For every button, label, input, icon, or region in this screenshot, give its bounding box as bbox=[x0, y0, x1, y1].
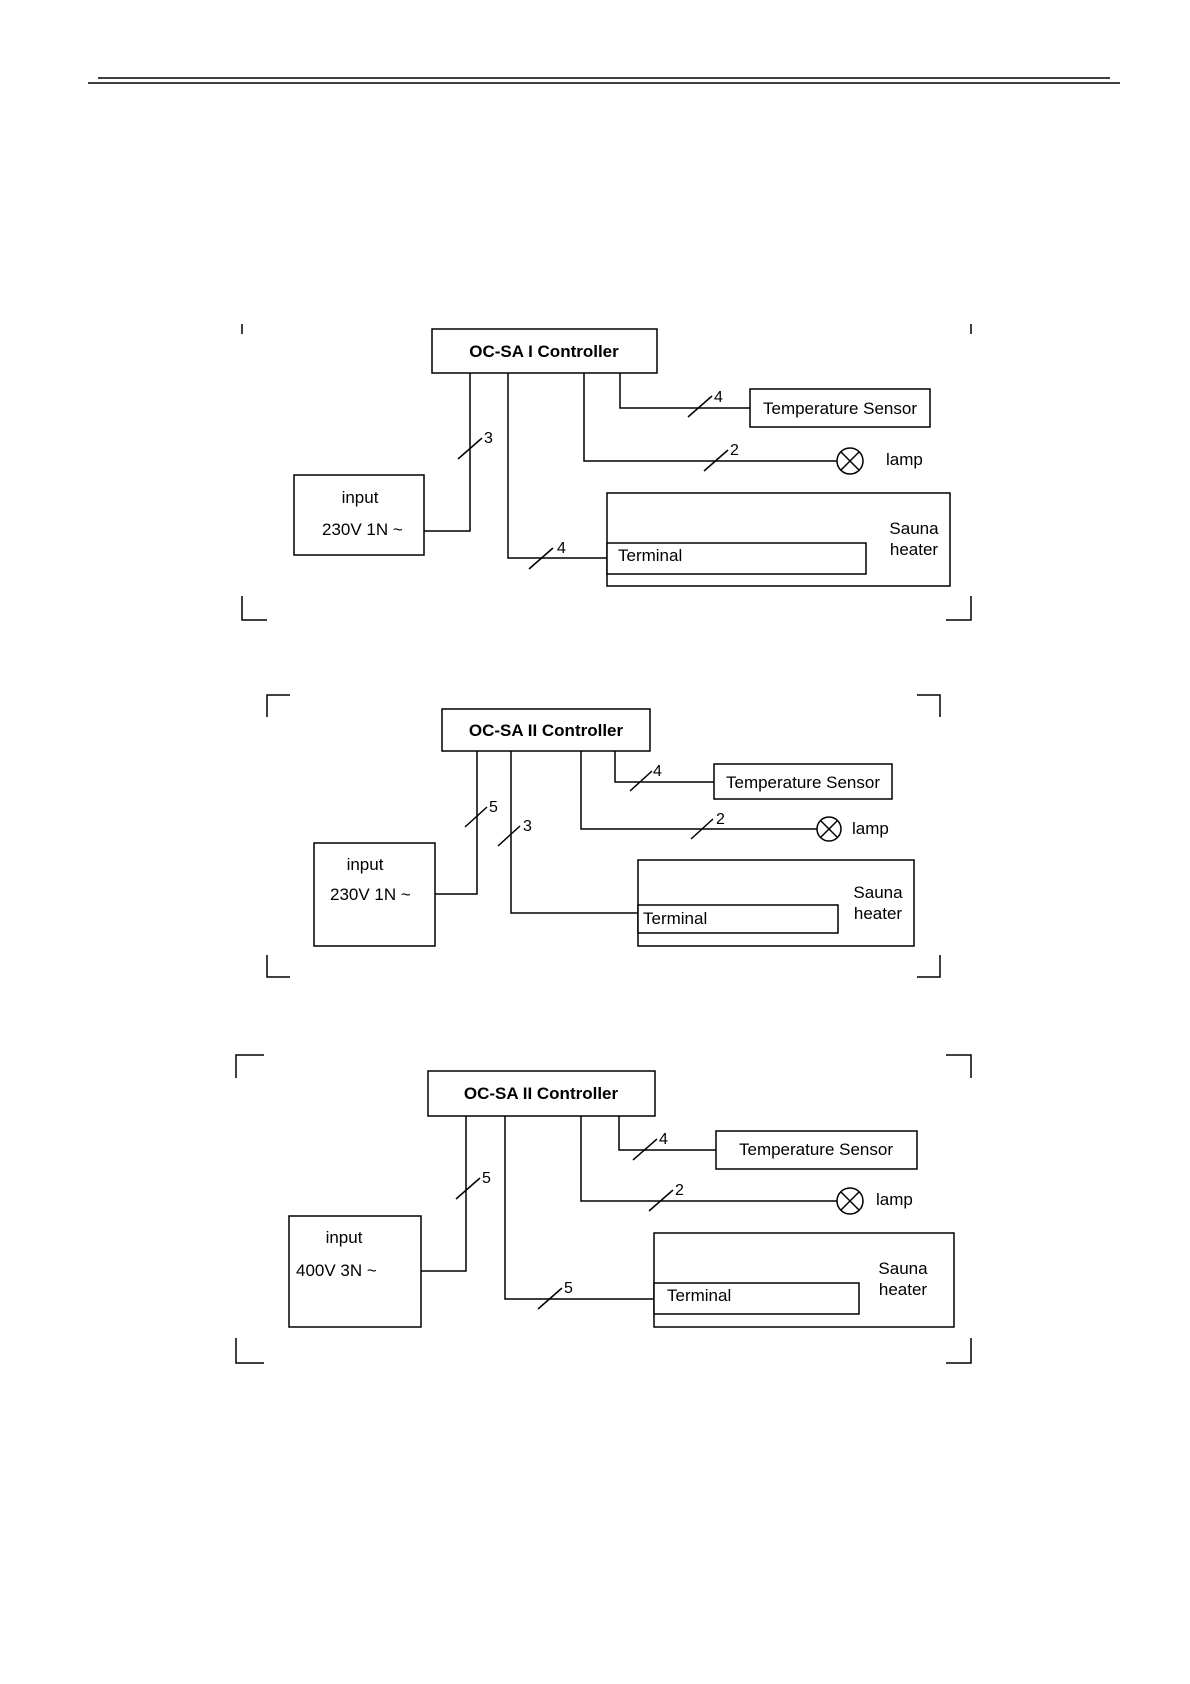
diagram-3: OC-SA II Controller Temperature Sensor i… bbox=[236, 1055, 971, 1363]
lamp-symbol: lamp bbox=[817, 817, 889, 841]
sauna-heater-box: Sauna heater Terminal bbox=[654, 1233, 954, 1327]
input-box: input 230V 1N ~ bbox=[294, 475, 424, 555]
temperature-sensor-label: Temperature Sensor bbox=[739, 1140, 893, 1159]
controller-label: OC-SA II Controller bbox=[464, 1084, 619, 1103]
wire-count-marks: 4 2 5 5 bbox=[456, 1131, 684, 1309]
input-title: input bbox=[326, 1228, 363, 1247]
heater-label-line2: heater bbox=[879, 1280, 928, 1299]
lamp-label: lamp bbox=[876, 1190, 913, 1209]
input-box: input 400V 3N ~ bbox=[289, 1216, 421, 1327]
diagram-1: OC-SA I Controller Temperature Sensor in… bbox=[242, 324, 971, 620]
lamp-symbol: lamp bbox=[837, 448, 923, 474]
diagram-2: OC-SA II Controller Temperature Sensor i… bbox=[267, 695, 940, 977]
lamp-symbol: lamp bbox=[837, 1188, 913, 1214]
sauna-heater-box: Sauna heater Terminal bbox=[638, 860, 914, 946]
input-title: input bbox=[347, 855, 384, 874]
temperature-sensor-box: Temperature Sensor bbox=[750, 389, 930, 427]
input-title: input bbox=[342, 488, 379, 507]
wire-count-terminal: 5 bbox=[564, 1280, 573, 1297]
wire-count-sensor: 4 bbox=[714, 389, 723, 406]
terminal-label: Terminal bbox=[618, 546, 682, 565]
lamp-label: lamp bbox=[886, 450, 923, 469]
wire-count-terminal: 3 bbox=[523, 818, 532, 835]
wire-count-input: 5 bbox=[482, 1170, 491, 1187]
terminal-label: Terminal bbox=[667, 1286, 731, 1305]
input-box: input 230V 1N ~ bbox=[314, 843, 435, 946]
wire-count-lamp: 2 bbox=[716, 811, 725, 828]
controller-box: OC-SA II Controller bbox=[442, 709, 650, 751]
controller-label: OC-SA I Controller bbox=[469, 342, 619, 361]
wire-count-sensor: 4 bbox=[659, 1131, 668, 1148]
input-voltage: 230V 1N ~ bbox=[330, 885, 411, 904]
heater-label-line1: Sauna bbox=[853, 883, 903, 902]
input-voltage: 230V 1N ~ bbox=[322, 520, 403, 539]
wire-count-input: 3 bbox=[484, 430, 493, 447]
heater-label-line2: heater bbox=[890, 540, 939, 559]
heater-label-line1: Sauna bbox=[878, 1259, 928, 1278]
wire-count-marks: 4 2 5 3 bbox=[465, 763, 725, 846]
controller-label: OC-SA II Controller bbox=[469, 721, 624, 740]
wire-count-input: 5 bbox=[489, 799, 498, 816]
controller-box: OC-SA I Controller bbox=[432, 329, 657, 373]
wire-count-terminal: 4 bbox=[557, 540, 566, 557]
lamp-label: lamp bbox=[852, 819, 889, 838]
temperature-sensor-box: Temperature Sensor bbox=[714, 764, 892, 799]
wire-count-sensor: 4 bbox=[653, 763, 662, 780]
terminal-label: Terminal bbox=[643, 909, 707, 928]
temperature-sensor-label: Temperature Sensor bbox=[763, 399, 917, 418]
temperature-sensor-label: Temperature Sensor bbox=[726, 773, 880, 792]
input-voltage: 400V 3N ~ bbox=[296, 1261, 377, 1280]
heater-label-line2: heater bbox=[854, 904, 903, 923]
temperature-sensor-box: Temperature Sensor bbox=[716, 1131, 917, 1169]
heater-label-line1: Sauna bbox=[889, 519, 939, 538]
controller-box: OC-SA II Controller bbox=[428, 1071, 655, 1116]
wire-count-lamp: 2 bbox=[675, 1182, 684, 1199]
sauna-heater-box: Sauna heater Terminal bbox=[607, 493, 950, 586]
wire-count-lamp: 2 bbox=[730, 442, 739, 459]
header-rule bbox=[88, 78, 1120, 83]
